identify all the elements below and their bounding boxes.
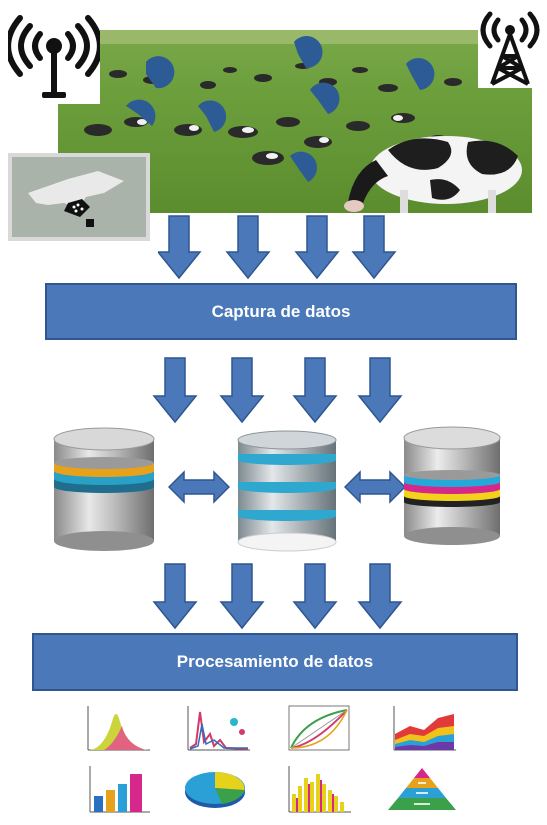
- bidirectional-arrow-right: [344, 470, 406, 504]
- data-processing-box: Procesamiento de datos: [32, 633, 518, 691]
- database-cylinder-icon: [403, 426, 501, 545]
- curve-fit-chart-icon: [288, 705, 350, 751]
- animal-sensor-tag-photo: [8, 153, 150, 241]
- data-capture-box: Captura de datos: [45, 283, 517, 340]
- radio-antenna-icon: [8, 12, 100, 104]
- data-capture-label: Captura de datos: [211, 301, 351, 321]
- bidirectional-arrow-left: [168, 470, 230, 504]
- density-curve-chart-icon: [87, 706, 150, 751]
- data-processing-label: Procesamiento de datos: [176, 652, 374, 671]
- arrows-databases-to-processing: [152, 563, 403, 630]
- pie-chart-icon: [185, 772, 245, 808]
- stacked-area-chart-icon: [393, 706, 456, 751]
- bar-chart-icon: [89, 766, 150, 813]
- database-cylinder-icon: [237, 430, 337, 552]
- database-cylinder-icon: [53, 427, 155, 551]
- arrows-photo-to-capture: [158, 215, 397, 280]
- spectrum-line-chart-icon: [187, 706, 250, 751]
- pyramid-chart-icon: [388, 768, 456, 810]
- histogram-chart-icon: [288, 766, 351, 813]
- cell-tower-icon: [478, 10, 542, 88]
- arrows-capture-to-databases: [152, 357, 403, 424]
